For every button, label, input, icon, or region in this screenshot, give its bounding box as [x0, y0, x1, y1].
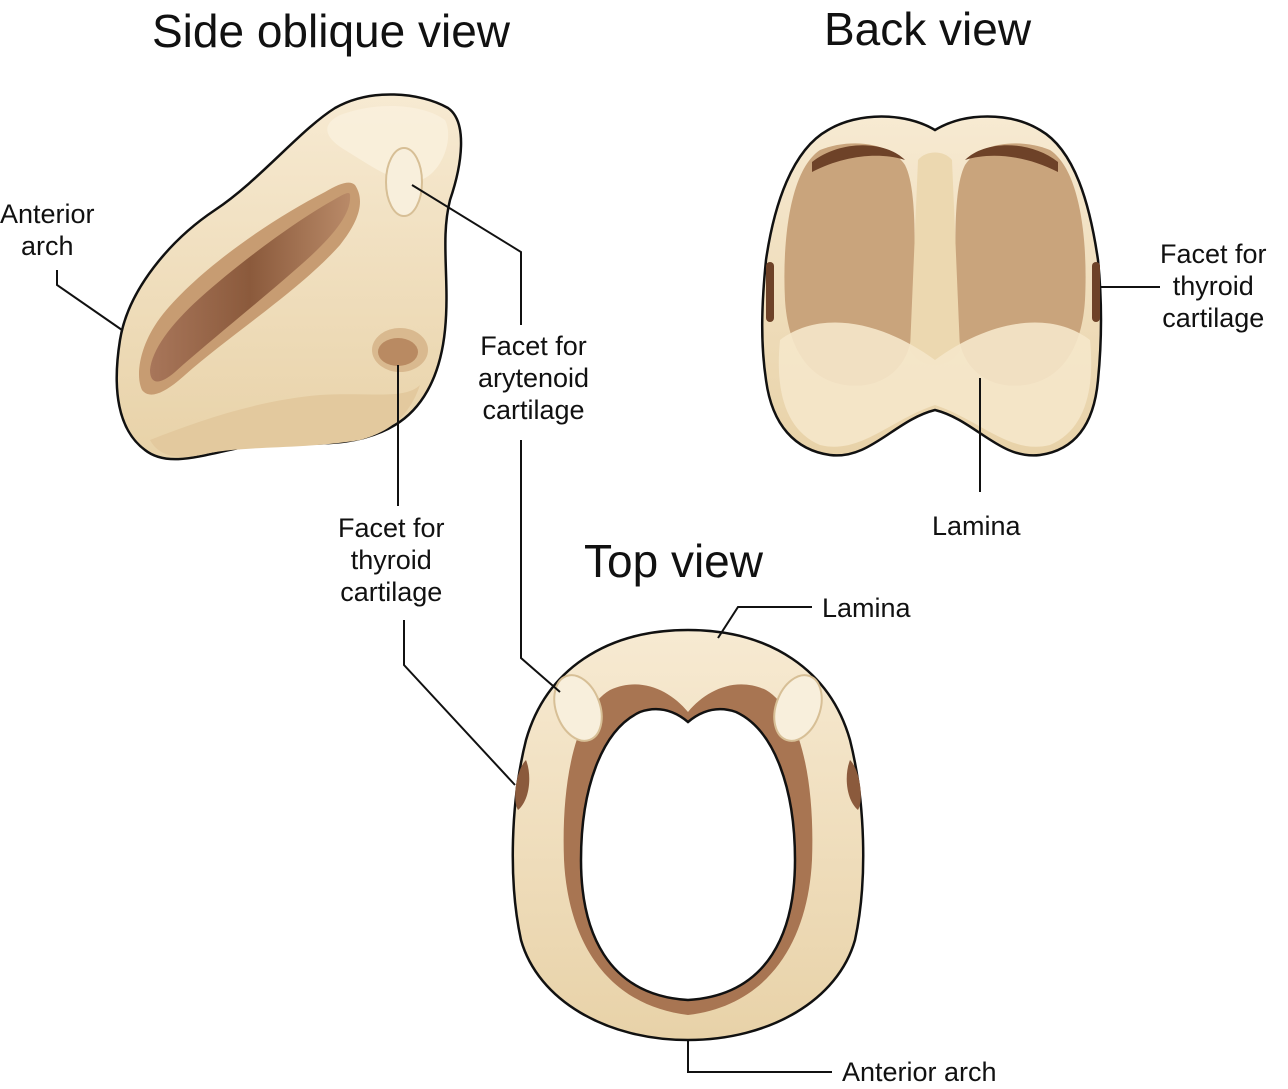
label-line: cartilage	[1162, 303, 1265, 333]
leader-side-anterior-arch	[56, 270, 123, 331]
back-left-ridge-shadow	[812, 145, 905, 172]
label-line: thyroid	[350, 545, 432, 575]
back-lower-light	[778, 322, 1092, 447]
side-groove-inner	[150, 192, 351, 382]
leader-side-arytenoid	[411, 184, 522, 325]
back-right-ridge-shadow	[965, 145, 1058, 172]
label-side-facet-thyroid: Facet for thyroid cartilage	[338, 512, 445, 608]
title-side-oblique-view: Side oblique view	[152, 5, 511, 57]
title-back-view: Back view	[824, 3, 1032, 55]
label-back-lamina: Lamina	[932, 511, 1021, 541]
label-side-anterior-arch: Anterior arch	[0, 198, 95, 262]
label-line: Facet for	[338, 513, 445, 543]
back-left-facet	[766, 262, 774, 322]
leader-lines	[56, 184, 1160, 1073]
label-top-anterior-arch: Anterior arch	[842, 1057, 997, 1087]
label-line: arch	[21, 231, 74, 261]
top-view-cartilage	[511, 628, 865, 1042]
back-right-facet	[1092, 262, 1100, 322]
side-lower-shadow	[150, 385, 420, 457]
leader-top-lamina	[717, 606, 812, 639]
leader-top-arytenoid	[520, 440, 561, 693]
back-view-cartilage	[760, 115, 1103, 457]
label-side-facet-arytenoid: Facet for arytenoid cartilage	[478, 330, 589, 426]
side-arytenoid-facet	[385, 147, 423, 217]
top-left-thyroid-facet	[515, 760, 530, 810]
top-right-thyroid-facet	[846, 760, 861, 810]
label-line: thyroid	[1172, 271, 1254, 301]
label-line: Facet for	[480, 331, 587, 361]
top-lumen	[579, 707, 797, 1002]
back-median-ridge	[910, 152, 960, 365]
top-left-arytenoid-facet	[553, 674, 603, 742]
label-line: Anterior	[0, 199, 95, 229]
side-oblique-cartilage	[115, 93, 463, 461]
label-back-facet-thyroid: Facet for thyroid cartilage	[1160, 238, 1267, 334]
side-thyroid-facet	[378, 338, 418, 366]
leader-top-thyroid	[403, 620, 516, 786]
label-line: arytenoid	[478, 363, 590, 393]
label-line: cartilage	[340, 577, 443, 607]
label-top-lamina: Lamina	[822, 593, 911, 623]
title-top-view: Top view	[584, 535, 763, 587]
top-right-arytenoid-facet	[773, 674, 823, 742]
leader-top-anterior-arch	[687, 1040, 832, 1073]
label-line: Facet for	[1160, 239, 1267, 269]
label-line: cartilage	[482, 395, 585, 425]
